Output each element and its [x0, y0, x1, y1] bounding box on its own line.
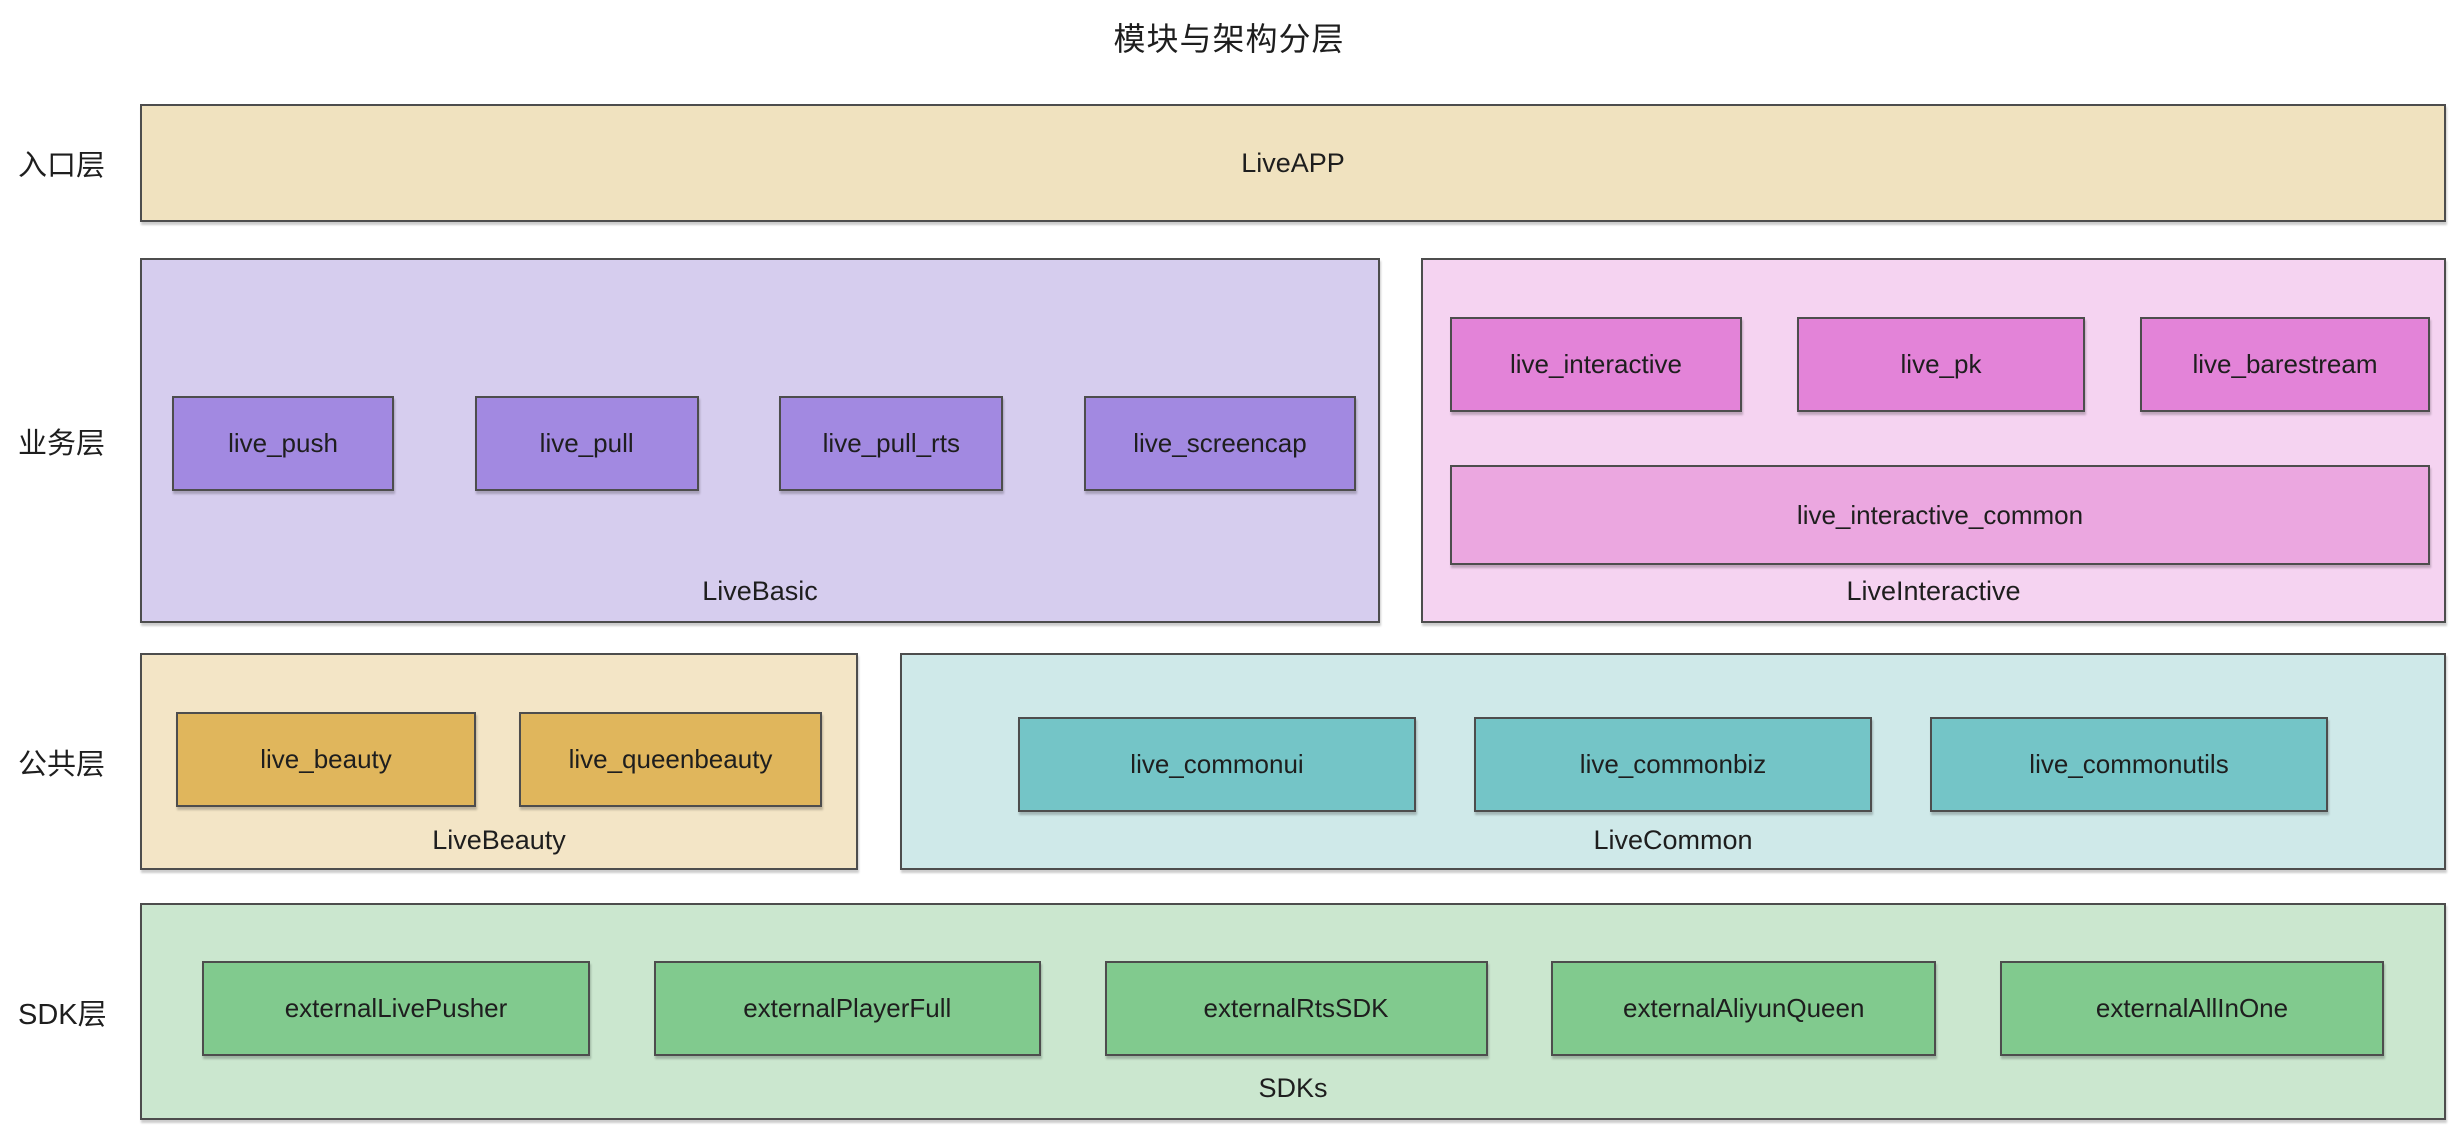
group-label-livebeauty: LiveBeauty	[432, 825, 566, 855]
module-live-queenbeauty: live_queenbeauty	[519, 712, 822, 807]
layer-row-entry: LiveAPP	[140, 104, 2446, 222]
module-live-interactive-common: live_interactive_common	[1450, 465, 2430, 565]
module-live-commonutils: live_commonutils	[1930, 717, 2328, 812]
module-live-commonbiz: live_commonbiz	[1474, 717, 1872, 812]
diagram-title: 模块与架构分层	[1113, 21, 1345, 57]
module-live-beauty: live_beauty	[176, 712, 476, 807]
module-live-pk: live_pk	[1797, 317, 2085, 412]
layer-row-common: live_beauty live_queenbeauty LiveBeauty …	[140, 653, 2446, 870]
layer-label-entry: 入口层	[18, 150, 106, 182]
group-livebeauty: live_beauty live_queenbeauty LiveBeauty	[140, 653, 858, 870]
layer-label-business: 业务层	[18, 427, 106, 460]
group-label-livecommon: LiveCommon	[1593, 825, 1753, 855]
liveinteractive-modules: live_interactive live_pk live_barestream	[1450, 317, 2430, 412]
layer-label-sdk: SDK层	[18, 998, 107, 1031]
module-live-pull: live_pull	[474, 396, 699, 491]
group-label-liveinteractive: LiveInteractive	[1846, 576, 2021, 606]
group-label-liveapp: LiveAPP	[1241, 147, 1345, 178]
group-livebasic: live_push live_pull live_pull_rts live_s…	[140, 258, 1380, 623]
module-external-player-full: externalPlayerFull	[653, 961, 1041, 1056]
module-external-aliyun-queen: externalAliyunQueen	[1551, 961, 1937, 1056]
module-live-pull-rts: live_pull_rts	[779, 396, 1004, 491]
group-sdks: externalLivePusher externalPlayerFull ex…	[140, 903, 2446, 1120]
module-live-interactive: live_interactive	[1450, 317, 1742, 412]
livebasic-modules: live_push live_pull live_pull_rts live_s…	[172, 396, 1356, 491]
module-live-screencap: live_screencap	[1083, 396, 1356, 491]
group-liveapp: LiveAPP	[140, 104, 2446, 222]
group-label-sdks: SDKs	[1258, 1073, 1328, 1103]
module-external-live-pusher: externalLivePusher	[202, 961, 590, 1056]
module-live-push: live_push	[172, 396, 394, 491]
group-liveinteractive: live_interactive live_pk live_barestream…	[1421, 258, 2446, 623]
layer-row-sdk: externalLivePusher externalPlayerFull ex…	[140, 903, 2446, 1120]
sdks-modules: externalLivePusher externalPlayerFull ex…	[202, 961, 2384, 1056]
module-external-all-in-one: externalAllInOne	[2000, 961, 2384, 1056]
module-live-barestream: live_barestream	[2140, 317, 2430, 412]
layer-row-business: live_push live_pull live_pull_rts live_s…	[140, 258, 2446, 623]
module-live-commonui: live_commonui	[1018, 717, 1416, 812]
layer-label-common: 公共层	[18, 748, 106, 781]
livebeauty-modules: live_beauty live_queenbeauty	[176, 712, 822, 807]
group-livecommon: live_commonui live_commonbiz live_common…	[900, 653, 2446, 870]
group-label-livebasic: LiveBasic	[702, 576, 818, 606]
module-external-rts-sdk: externalRtsSDK	[1104, 961, 1488, 1056]
livecommon-modules: live_commonui live_commonbiz live_common…	[902, 717, 2444, 812]
